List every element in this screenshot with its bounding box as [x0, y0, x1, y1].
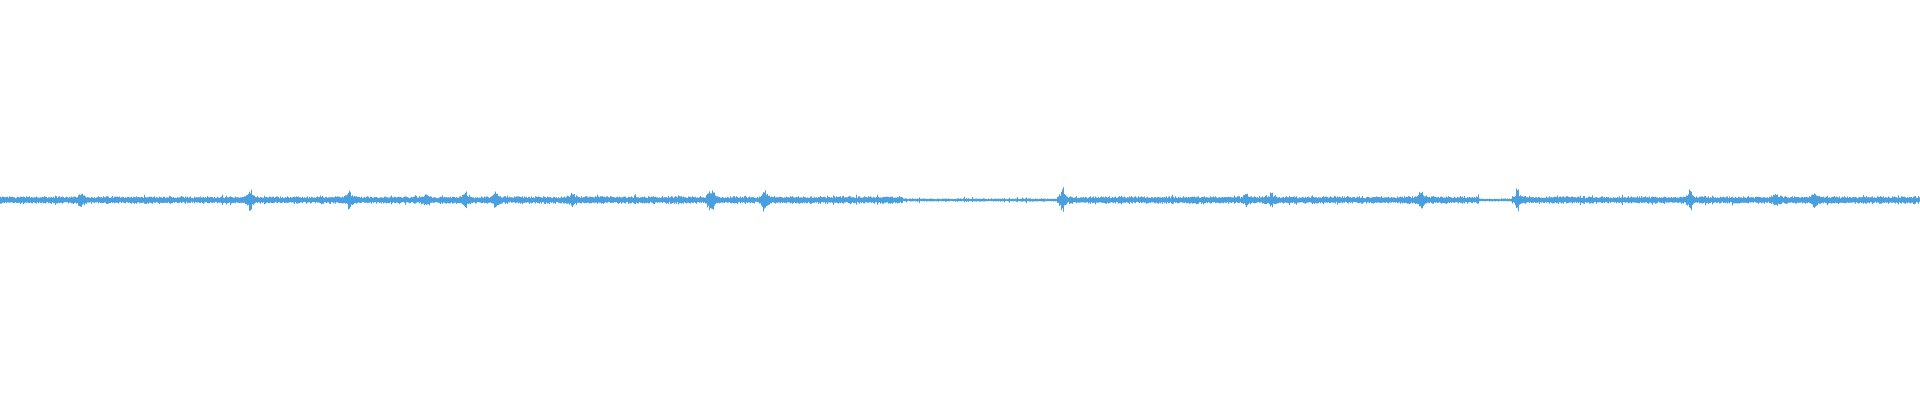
audio-waveform[interactable] — [0, 0, 1920, 400]
waveform-panel[interactable] — [0, 0, 1920, 400]
